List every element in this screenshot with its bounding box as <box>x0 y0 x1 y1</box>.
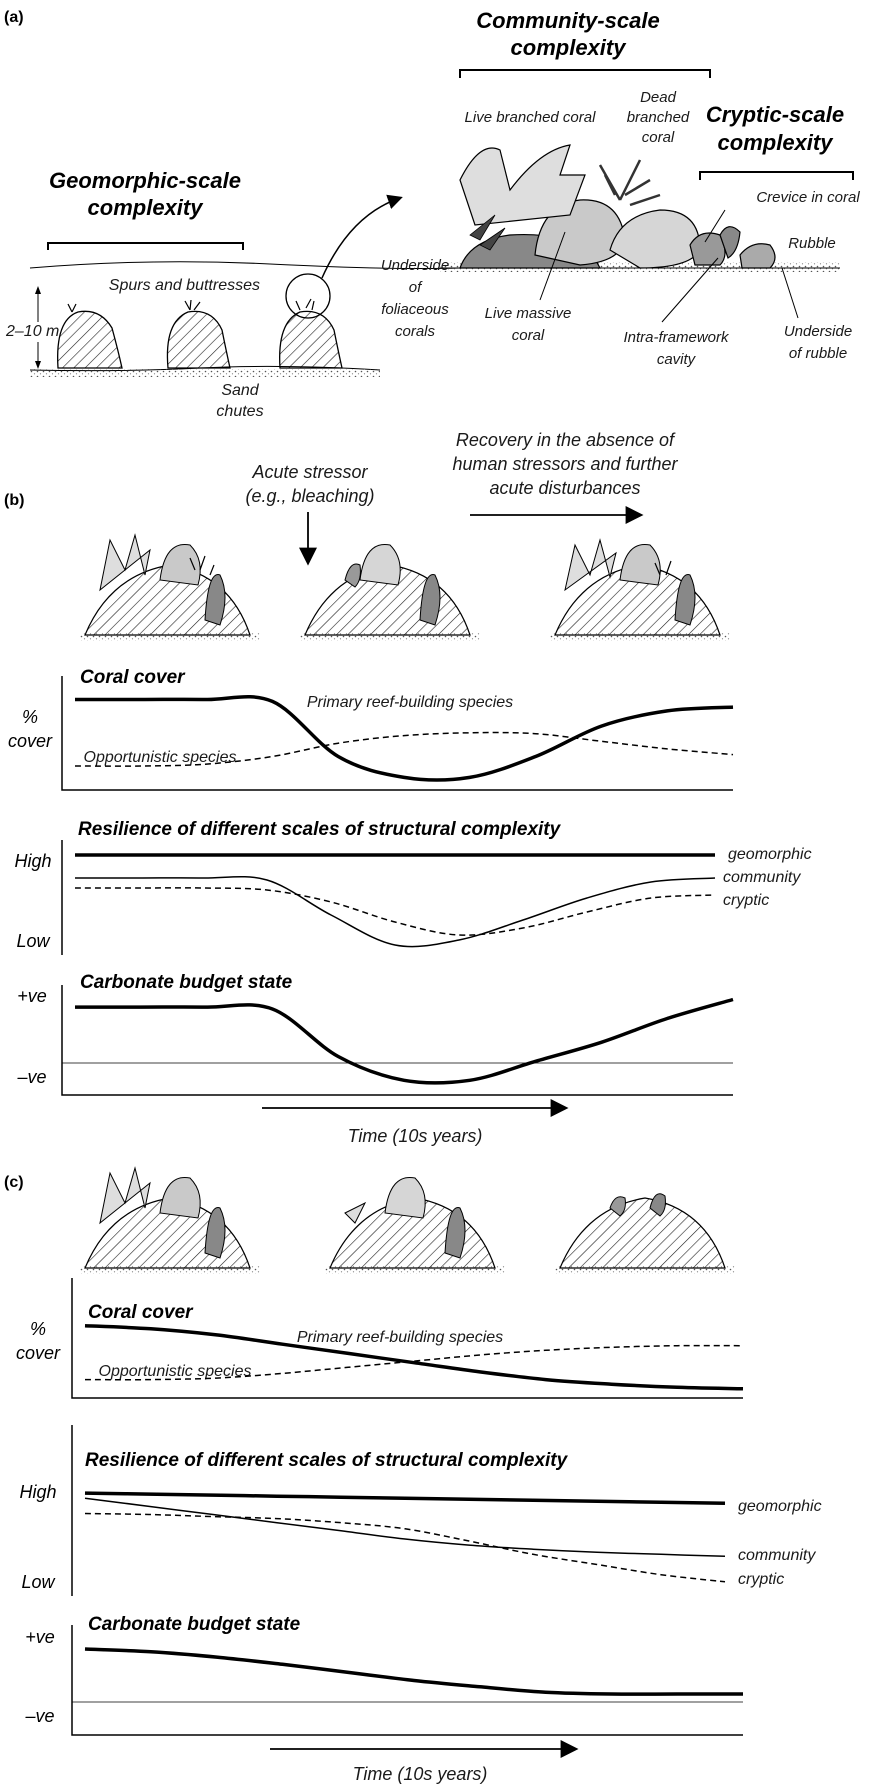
geomorphic-bracket <box>47 242 244 250</box>
live-massive-label-1: Live massive <box>485 305 572 322</box>
chart-b2-high: High <box>14 851 51 871</box>
chart-b3-axes <box>61 985 733 1096</box>
chart-b1-ylabel-1: % <box>22 707 38 727</box>
chart-c2-series-cryptic <box>84 1512 726 1583</box>
chart-c1-opportunistic-label: Opportunistic species <box>99 1363 252 1380</box>
community-bracket <box>459 69 711 78</box>
chart-b-carbonate: Carbonate budget state +ve –ve <box>16 972 734 1096</box>
intra-framework-label-2: cavity <box>657 351 697 368</box>
chart-b3-series-budget <box>75 997 734 1085</box>
dead-branched-label-2: branched <box>627 109 690 126</box>
recovery-line1: Recovery in the absence of <box>456 430 676 450</box>
spurs-label: Spurs and buttresses <box>109 277 260 294</box>
chart-b1-axes <box>61 676 733 791</box>
community-title-line1: Community-scale <box>476 8 659 33</box>
chart-c2-low: Low <box>21 1572 55 1592</box>
community-scene <box>440 144 840 272</box>
time-label-b: Time (10s years) <box>348 1126 483 1146</box>
chart-b1-series-opportunistic <box>74 731 734 767</box>
underside-rubble-label-2: of rubble <box>789 345 847 362</box>
dead-branched-label-1: Dead <box>640 89 677 106</box>
chart-b2-series-community <box>75 875 716 948</box>
underside-foliaceous-label-1: Underside <box>381 257 449 274</box>
chart-c3-series-budget <box>84 1647 743 1696</box>
chart-c3-minus: –ve <box>24 1706 54 1726</box>
chart-b2-community-label: community <box>723 869 801 886</box>
crevice-label: Crevice in coral <box>756 189 860 206</box>
live-massive-label-2: coral <box>512 327 545 344</box>
panel-c: (c) <box>4 1166 822 1784</box>
chart-b1-primary-label: Primary reef-building species <box>307 694 513 711</box>
rubble-label: Rubble <box>788 235 836 252</box>
chart-c-carbonate: Carbonate budget state +ve –ve <box>24 1614 743 1736</box>
panel-c-label: (c) <box>4 1174 24 1191</box>
chart-b3-title: Carbonate budget state <box>80 972 293 993</box>
recovery-line3: acute disturbances <box>489 478 640 498</box>
reef-mounds-b <box>80 533 730 641</box>
cryptic-bracket <box>699 171 854 180</box>
community-title-line2: complexity <box>511 35 628 60</box>
chart-b1-opportunistic-label: Opportunistic species <box>84 749 237 766</box>
underside-foliaceous-label-4: corals <box>395 323 436 340</box>
cryptic-title-line2: complexity <box>718 130 835 155</box>
chart-b1-series-primary <box>75 695 734 782</box>
chart-b3-minus: –ve <box>16 1067 46 1087</box>
chart-c2-title: Resilience of different scales of struct… <box>85 1450 569 1471</box>
underside-foliaceous-label-3: foliaceous <box>381 301 449 318</box>
time-label-c: Time (10s years) <box>353 1764 488 1784</box>
chart-b2-geomorphic-label: geomorphic <box>728 846 812 863</box>
zoom-circle <box>285 273 331 319</box>
chart-c1-axes <box>71 1278 743 1399</box>
recovery-line2: human stressors and further <box>452 454 678 474</box>
chart-c2-community-label: community <box>738 1547 816 1564</box>
sand-label-1: Sand <box>221 382 259 399</box>
zoom-arrow <box>321 194 403 279</box>
chart-c1-ylabel-1: % <box>30 1319 46 1339</box>
chart-b-coral-cover: Coral cover % cover Primary reef-buildin… <box>8 667 734 791</box>
chart-c2-geomorphic-label: geomorphic <box>738 1498 822 1515</box>
chart-c1-ylabel-2: cover <box>16 1343 61 1363</box>
chart-c2-cryptic-label: cryptic <box>738 1571 784 1588</box>
dead-branched-label-3: coral <box>642 129 675 146</box>
chart-c2-series-community <box>84 1497 726 1558</box>
geomorphic-title-line1: Geomorphic-scale <box>49 168 241 193</box>
chart-b3-plus: +ve <box>17 986 47 1006</box>
geomorphic-title-line2: complexity <box>88 195 205 220</box>
panel-b: (b) Acute stressor (e.g., bleaching) Rec… <box>4 430 812 1146</box>
chart-c2-series-geomorphic <box>84 1491 726 1506</box>
reef-mounds-c <box>80 1166 735 1274</box>
panel-b-label: (b) <box>4 492 24 509</box>
underside-rubble-label-1: Underside <box>784 323 852 340</box>
chart-b1-title: Coral cover <box>80 667 186 688</box>
chart-c3-axes <box>71 1625 743 1736</box>
cryptic-title-line1: Cryptic-scale <box>706 102 844 127</box>
chart-c-coral-cover: Coral cover % cover Primary reef-buildin… <box>16 1278 744 1399</box>
chart-c3-title: Carbonate budget state <box>88 1614 301 1635</box>
chart-c1-series-opportunistic <box>84 1344 744 1381</box>
chart-c1-title: Coral cover <box>88 1302 194 1323</box>
acute-stressor-line2: (e.g., bleaching) <box>245 486 374 506</box>
intra-framework-label-1: Intra-framework <box>623 329 730 346</box>
sea-surface <box>29 261 461 269</box>
chart-c2-high: High <box>19 1482 56 1502</box>
chart-c3-plus: +ve <box>25 1627 55 1647</box>
panel-a: (a) Community-scale complexity Cryptic-s… <box>4 8 860 420</box>
chart-b2-low: Low <box>16 931 50 951</box>
chart-b2-cryptic-label: cryptic <box>723 892 769 909</box>
chart-b2-series-cryptic <box>75 887 716 936</box>
chart-b1-ylabel-2: cover <box>8 731 53 751</box>
live-branched-label: Live branched coral <box>465 109 597 126</box>
chart-c1-series-primary <box>84 1323 744 1391</box>
spurs-and-buttresses <box>29 298 381 377</box>
sand-label-2: chutes <box>216 403 263 420</box>
chart-b2-title: Resilience of different scales of struct… <box>78 819 562 840</box>
underside-foliaceous-label-2: of <box>409 279 423 296</box>
chart-c1-primary-label: Primary reef-building species <box>297 1329 503 1346</box>
panel-a-label: (a) <box>4 9 24 26</box>
chart-b-resilience: Resilience of different scales of struct… <box>14 819 812 955</box>
chart-c-resilience: Resilience of different scales of struct… <box>19 1425 822 1596</box>
acute-stressor-line1: Acute stressor <box>251 462 368 482</box>
height-label: 2–10 m <box>5 323 59 340</box>
